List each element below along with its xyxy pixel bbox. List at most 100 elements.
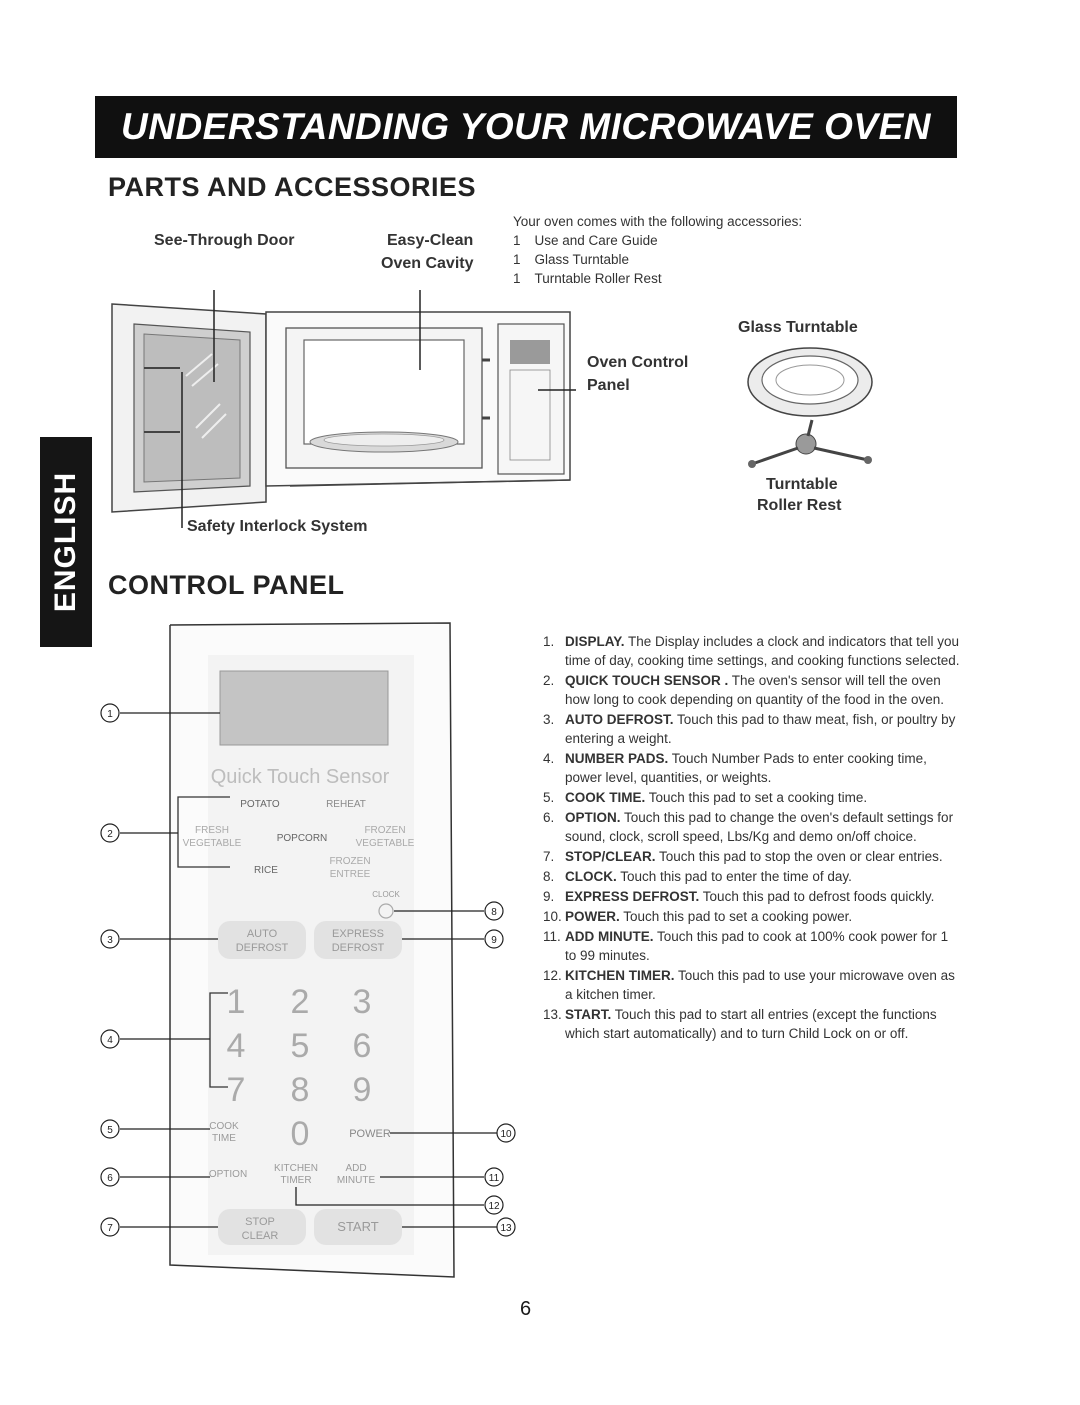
control-panel-heading: CONTROL PANEL — [108, 570, 345, 600]
fresh-vegetable-pad-line2: VEGETABLE — [183, 838, 242, 849]
item-term: ADD MINUTE. — [565, 929, 654, 944]
control-panel-illustration: Quick Touch Sensor POTATO REHEAT FRESH V… — [100, 622, 516, 1278]
callout-number: 4 — [107, 1035, 113, 1046]
item-text: Touch Number Pads to enter cooking time,… — [565, 751, 927, 785]
item-term: POWER. — [565, 909, 620, 924]
item-text: Touch this pad to change the oven's defa… — [565, 810, 954, 844]
item-term: NUMBER PADS. — [565, 751, 669, 766]
item-number: 12. — [543, 968, 562, 983]
item-text: Touch this pad to use your microwave ove… — [565, 968, 955, 1002]
express-defrost-pad-line2: DEFROST — [332, 942, 385, 954]
sensor-title: Quick Touch Sensor — [211, 766, 390, 788]
glass-turntable-label: Glass Turntable — [738, 319, 858, 336]
add-minute-pad-line1: ADD — [345, 1163, 366, 1174]
number-pad-1: 1 — [227, 983, 246, 1021]
see-through-door-drawing — [111, 303, 267, 513]
number-pad-9: 9 — [353, 1071, 372, 1109]
number-pad-5: 5 — [291, 1027, 310, 1065]
item-text: Touch this pad to cook at 100% cook powe… — [565, 929, 949, 963]
see-through-door-label: See-Through Door — [154, 232, 295, 249]
item-term: STOP/CLEAR. — [565, 849, 656, 864]
microwave-illustration — [111, 290, 576, 528]
accessory-qty: 1 — [513, 271, 521, 286]
callout-number: 11 — [489, 1173, 500, 1184]
callout-number: 1 — [107, 709, 113, 720]
callout-number: 13 — [500, 1223, 512, 1234]
rice-pad: RICE — [254, 865, 278, 876]
auto-defrost-pad-line2: DEFROST — [236, 942, 289, 954]
frozen-entree-pad-line2: ENTREE — [330, 869, 371, 880]
item-text: Touch this pad to set a cooking power. — [619, 909, 853, 924]
item-number: 10. — [543, 909, 562, 924]
frozen-entree-pad-line1: FROZEN — [329, 856, 370, 867]
number-pad-7: 7 — [227, 1071, 246, 1109]
title-banner: UNDERSTANDING YOUR MICROWAVE OVEN — [95, 96, 957, 158]
language-tab-label: ENGLISH — [49, 471, 83, 613]
callout-number: 5 — [107, 1125, 113, 1136]
item-number: 1. — [543, 634, 555, 649]
auto-defrost-pad-line1: AUTO — [247, 928, 278, 940]
easy-clean-label-line1: Easy-Clean — [387, 232, 474, 249]
roller-rest-label-line1: Turntable — [766, 476, 838, 493]
item-number: 13. — [543, 1007, 562, 1022]
control-item: 7. STOP/CLEAR. Touch this pad to stop the… — [543, 847, 963, 866]
control-item: 2. QUICK TOUCH SENSOR . The oven's sensor… — [543, 671, 963, 709]
item-term: EXPRESS DEFROST. — [565, 889, 700, 904]
item-term: START. — [565, 1007, 612, 1022]
fresh-vegetable-pad-line1: FRESH — [195, 825, 229, 836]
control-item: 4. NUMBER PADS. Touch Number Pads to ente… — [543, 749, 963, 787]
accessories-list: Your oven comes with the following acces… — [513, 212, 933, 288]
accessory-name: Use and Care Guide — [534, 233, 658, 248]
callout-number: 10 — [500, 1129, 512, 1140]
control-item: 11.ADD MINUTE. Touch this pad to cook at… — [543, 927, 963, 965]
turntable-illustration — [747, 347, 873, 468]
accessory-qty: 1 — [513, 252, 521, 267]
item-text: Touch this pad to stop the oven or clear… — [655, 849, 943, 864]
number-pad-3: 3 — [353, 983, 372, 1021]
page-number: 6 — [520, 1298, 532, 1320]
item-term: OPTION. — [565, 810, 621, 825]
control-item: 9.EXPRESS DEFROST. Touch this pad to def… — [543, 887, 963, 906]
item-text: Touch this pad to defrost foods quickly. — [699, 889, 935, 904]
oven-control-label-line1: Oven Control — [587, 354, 689, 371]
item-number: 8. — [543, 869, 555, 884]
callout-number: 9 — [491, 935, 497, 946]
reheat-pad: REHEAT — [326, 799, 366, 810]
kitchen-timer-pad-line2: TIMER — [280, 1175, 311, 1186]
start-pad: START — [337, 1219, 378, 1234]
item-text: Touch this pad to thaw meat, fish, or po… — [565, 712, 956, 746]
cook-time-pad-line2: TIME — [212, 1133, 236, 1144]
number-pad-2: 2 — [291, 983, 310, 1021]
easy-clean-label-line2: Oven Cavity — [381, 255, 474, 272]
oven-control-label-line2: Panel — [587, 377, 630, 394]
express-defrost-pad-line1: EXPRESS — [332, 928, 384, 940]
oven-body-drawing — [265, 311, 571, 487]
item-term: QUICK TOUCH SENSOR . — [565, 673, 729, 688]
kitchen-timer-pad-line1: KITCHEN — [274, 1163, 318, 1174]
callout-number: 7 — [107, 1223, 113, 1234]
control-item: 12.KITCHEN TIMER. Touch this pad to use … — [543, 966, 963, 1004]
item-text: Touch this pad to set a cooking time. — [645, 790, 868, 805]
control-item: 5.COOK TIME. Touch this pad to set a coo… — [543, 788, 963, 807]
item-text: The oven's sensor will tell the oven how… — [565, 673, 945, 707]
popcorn-pad: POPCORN — [277, 833, 328, 844]
item-text: Touch this pad to enter the time of day. — [616, 869, 852, 884]
frozen-vegetable-pad-line2: VEGETABLE — [356, 838, 415, 849]
display-window — [219, 670, 389, 746]
parts-heading: PARTS AND ACCESSORIES — [108, 172, 477, 202]
callout-number: 3 — [107, 935, 113, 946]
item-number: 2. — [543, 673, 555, 688]
item-number: 7. — [543, 849, 555, 864]
add-minute-pad-line2: MINUTE — [337, 1175, 376, 1186]
callout-number: 8 — [491, 907, 497, 918]
item-number: 4. — [543, 751, 555, 766]
control-item: 13.START. Touch this pad to start all en… — [543, 1005, 963, 1043]
item-term: DISPLAY. — [565, 634, 625, 649]
language-tab: ENGLISH — [40, 437, 92, 647]
item-text: The Display includes a clock and indicat… — [565, 634, 960, 668]
accessories-intro: Your oven comes with the following acces… — [513, 214, 803, 229]
callout-number: 2 — [107, 829, 113, 840]
frozen-vegetable-pad-line1: FROZEN — [364, 825, 405, 836]
